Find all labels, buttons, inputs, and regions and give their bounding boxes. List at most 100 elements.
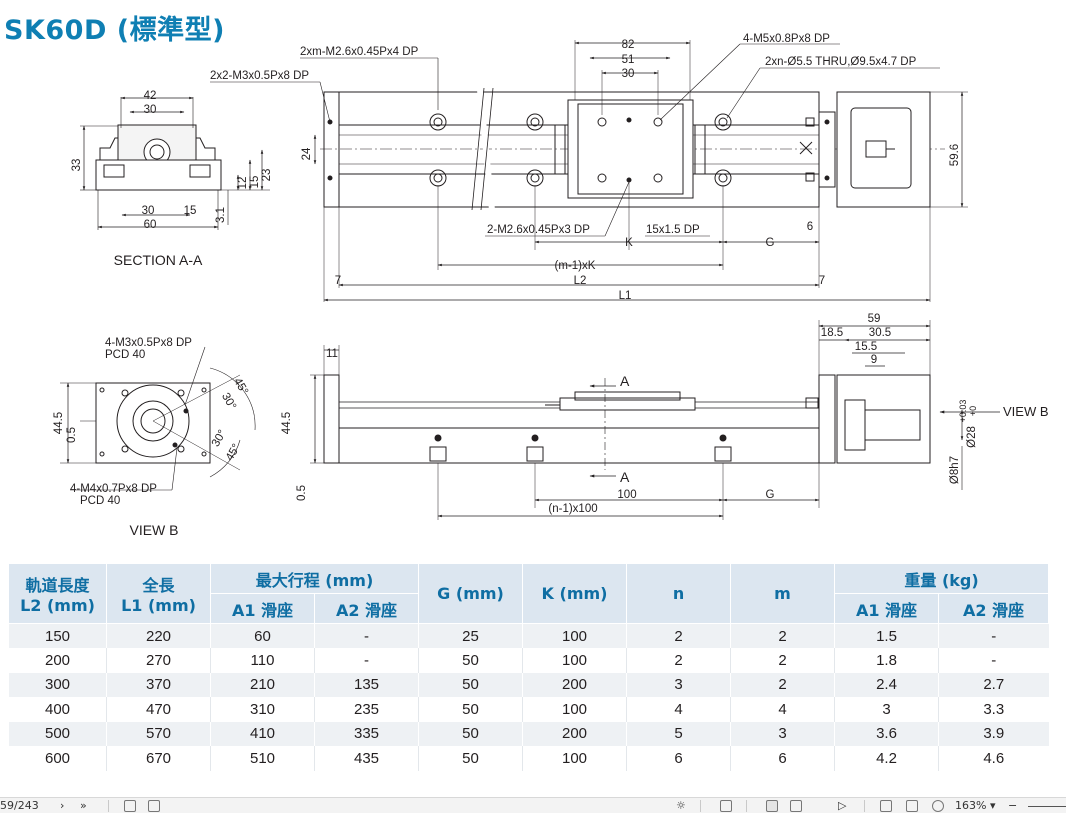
scroll-mode-icon[interactable] [720,800,732,812]
zoom-level[interactable]: 163% [955,799,987,812]
cell: 200 [522,672,627,697]
cell: 5 [626,721,731,746]
page-indicator[interactable]: 59/243 [0,799,39,812]
cell: 370 [106,672,211,697]
divider [746,800,747,812]
divider [700,800,701,812]
cell: 2 [626,648,731,673]
rotate-icon[interactable] [906,800,918,812]
cell: 200 [522,721,627,746]
zoom-out-icon[interactable]: − [1008,799,1018,812]
cell: 435 [313,746,419,771]
view-b [60,346,256,491]
header-max-stroke: 最大行程 (mm) [209,563,420,594]
cell: 4 [730,697,835,722]
dim-t-l2: L2 [574,275,587,287]
cell: 510 [210,746,315,771]
dim-t-g: G [766,237,775,249]
dim-r-tol-lo: +0 [968,406,978,416]
dim-t-7b: 7 [819,275,825,287]
cell: 4.2 [834,746,939,771]
single-page-icon[interactable] [766,800,778,812]
dim-s-30-bot: 30 [142,205,155,217]
dim-s-15-bot: 15 [184,205,197,217]
cell: 4.6 [938,746,1049,771]
zoom-dropdown-icon[interactable]: ▾ [990,799,996,812]
section-caption: SECTION A-A [114,252,203,268]
dim-t-30: 30 [622,68,635,80]
fit-page-icon[interactable] [148,800,160,812]
dim-r-15-5: 15.5 [855,341,877,353]
header-g: G (mm) [418,563,524,624]
cell: 100 [522,648,627,673]
dim-t-m1k: (m-1)xK [555,260,596,272]
dim-r-9: 9 [871,354,877,366]
cell: - [938,623,1049,648]
cell: 4 [626,697,731,722]
dim-s-60: 60 [144,219,157,231]
dim-f-44-5: 44.5 [281,412,293,434]
dim-r-18-5: 18.5 [821,327,843,339]
dim-t-82: 82 [622,39,635,51]
dim-v-0-5: 0.5 [66,427,78,443]
comment-icon[interactable] [932,800,944,812]
dim-t-15x1-5: 15x1.5 DP [646,224,700,236]
cell: 100 [522,746,627,771]
cell: 2 [730,648,835,673]
section-mark-top: A [620,373,630,389]
cell: 50 [418,672,523,697]
two-page-icon[interactable] [790,800,802,812]
cell: 2 [730,623,835,648]
cell: 60 [210,623,315,648]
drawing-svg: 42 30 33 23 15 12 30 15 60 3.1 SECTION A… [53,33,1049,538]
dim-r-tol-hi: +0.03 [958,400,968,423]
dim-s-15: 15 [249,176,261,189]
callout-x2: 2x2-M3x0.5Px8 DP [210,70,309,82]
dim-f-0-5: 0.5 [296,485,308,501]
cell: 400 [8,697,107,722]
dim-f-100: 100 [617,489,636,501]
dim-s-23: 23 [261,169,273,182]
cell: 2.7 [938,672,1049,697]
divider [108,800,109,812]
dim-r-d28: Ø28 [966,426,978,448]
divider [864,800,865,812]
cell: 470 [106,697,211,722]
cell: 235 [313,697,419,722]
brightness-icon[interactable]: ☼ [676,799,686,812]
cell: 3.3 [938,697,1049,722]
cell: 135 [313,672,419,697]
dim-r-59: 59 [868,313,881,325]
cell: 2 [626,623,731,648]
play-icon[interactable]: ▷ [838,799,847,812]
cell: 1.8 [834,648,939,673]
callout-m5: 4-M5x0.8Px8 DP [743,33,830,45]
cell: 110 [210,648,315,673]
fit-width-icon[interactable] [124,800,136,812]
cell: 335 [313,721,419,746]
cell: 270 [106,648,211,673]
header-k: K (mm) [522,563,628,624]
dim-v-30b: 30° [210,428,229,449]
zoom-slider[interactable] [1028,806,1066,807]
cell: 100 [522,697,627,722]
cell: 200 [8,648,107,673]
last-page-icon[interactable]: » [80,799,87,812]
callout-xm: 2xm-M2.6x0.45Px4 DP [300,46,419,58]
cell: 3.6 [834,721,939,746]
page-view-icon[interactable] [880,800,892,812]
dim-s-30: 30 [144,104,157,116]
cell: 220 [106,623,211,648]
view-b-arrow-label: VIEW B [1003,404,1049,419]
header-stroke-a1: A1 滑座 [210,593,315,624]
cell: 100 [522,623,627,648]
dim-v-45a: 45° [231,376,250,397]
cell: 6 [730,746,835,771]
cell: 3.9 [938,721,1049,746]
dim-v-44-5: 44.5 [53,412,65,434]
cell: 50 [418,648,523,673]
next-page-icon[interactable]: › [60,799,65,812]
dim-v-45b: 45° [224,442,243,463]
